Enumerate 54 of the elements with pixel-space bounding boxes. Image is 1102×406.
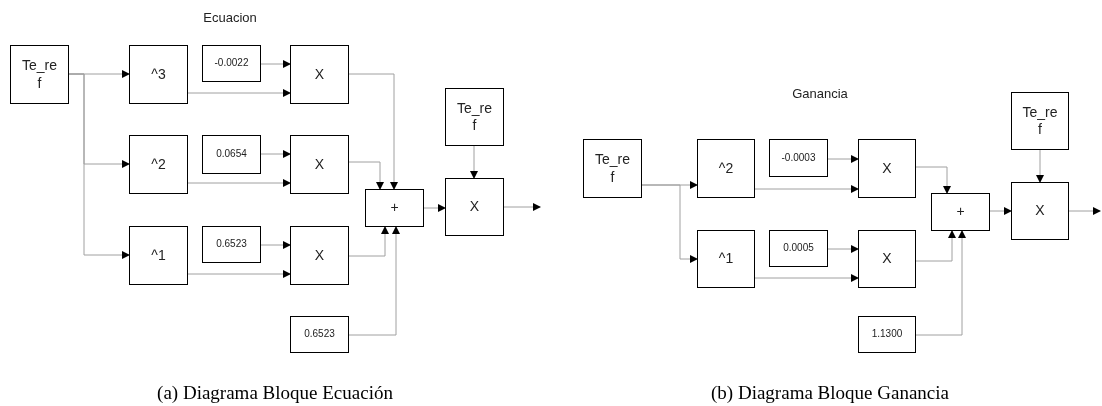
block: 0.0005 <box>769 230 828 267</box>
arrow <box>754 185 859 193</box>
block: -0.0003 <box>769 139 828 177</box>
arrow <box>348 161 384 190</box>
block: X <box>858 139 916 198</box>
arrow <box>187 179 291 187</box>
block: Te_re f <box>1011 92 1069 150</box>
block: X <box>290 226 349 285</box>
block: X <box>290 45 349 104</box>
block: + <box>931 193 990 231</box>
arrow <box>68 73 130 259</box>
arrow <box>754 274 859 282</box>
block: 1.1300 <box>858 316 916 353</box>
block: X <box>858 230 916 288</box>
arrow <box>827 245 859 253</box>
caption: (a) Diagrama Bloque Ecuación <box>156 381 394 405</box>
section-label: Ecuacion <box>202 9 258 27</box>
arrow <box>348 226 389 257</box>
block: 0.6523 <box>202 226 261 263</box>
block: + <box>365 189 424 227</box>
arrow <box>1068 207 1101 215</box>
block: 0.0654 <box>202 135 261 174</box>
arrow <box>260 150 291 158</box>
block: ^1 <box>697 230 755 288</box>
arrow <box>641 184 698 263</box>
arrow <box>260 60 291 68</box>
block: Te_re f <box>10 45 69 104</box>
arrow <box>989 207 1012 215</box>
caption: (b) Diagrama Bloque Ganancia <box>710 381 950 405</box>
block: ^2 <box>129 135 188 194</box>
arrow <box>915 230 966 336</box>
block: X <box>1011 182 1069 240</box>
block: X <box>445 178 504 236</box>
arrow <box>915 166 951 194</box>
arrow <box>187 89 291 97</box>
arrow <box>827 155 859 163</box>
block: ^3 <box>129 45 188 104</box>
arrow <box>423 204 446 212</box>
arrow <box>348 226 400 336</box>
arrow <box>470 145 478 179</box>
arrow <box>187 270 291 278</box>
block: ^2 <box>697 139 755 198</box>
section-label: Ganancia <box>791 85 849 103</box>
block: -0.0022 <box>202 45 261 82</box>
block: 0.6523 <box>290 316 349 353</box>
block: X <box>290 135 349 194</box>
arrow <box>915 230 956 262</box>
block: ^1 <box>129 226 188 285</box>
arrow <box>348 73 398 190</box>
block: Te_re f <box>583 139 642 198</box>
arrow <box>503 203 541 211</box>
block: Te_re f <box>445 88 504 146</box>
arrow <box>1036 149 1044 183</box>
arrow <box>260 241 291 249</box>
